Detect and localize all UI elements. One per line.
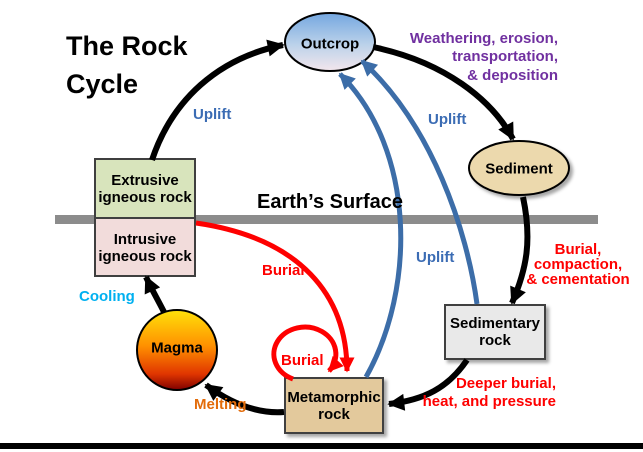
arrow-burial-metamorphic-self-loop: [271, 324, 344, 382]
earths-surface-label: Earth’s Surface: [257, 191, 403, 213]
intrusive-label: Intrusive igneous rock: [98, 230, 192, 265]
arrow-uplift-extrusive-to-outcrop: [149, 39, 285, 161]
arrow-melting-metamorphic-to-magma: [204, 382, 285, 416]
outcrop-label: Outcrop: [300, 35, 360, 53]
metamorphic-rock-box: [284, 377, 384, 434]
extrusive-label: Extrusive igneous rock: [98, 171, 192, 206]
arrow-cooling-magma-to-intrusive: [143, 275, 167, 314]
arrow-burial-intrusive-to-metamorphic: [195, 220, 355, 373]
cooling-label: Cooling: [79, 288, 135, 305]
uplift-upper-left-label: Uplift: [193, 106, 232, 123]
weathering-label: Weathering, erosion, transportation, & d…: [409, 30, 558, 84]
arrow-burial-sediment-to-sedimentary: [509, 196, 531, 305]
uplift-lower-label: Uplift: [416, 249, 455, 266]
deeper-burial-label: Deeper burial, heat, and pressure: [422, 375, 556, 410]
sedimentary-rock-box: [444, 304, 546, 360]
intrusive-igneous-rock-box: [94, 217, 196, 277]
sediment-label: Sediment: [485, 160, 553, 178]
arrow-deeper-burial-sedimentary-to-metamorphic: [387, 358, 470, 411]
magma-circle: [136, 309, 218, 391]
arrow-uplift-metamorphic-to-outcrop: [338, 72, 404, 379]
sedimentary-label: Sedimentary rock: [449, 314, 541, 349]
bottom-border-bar: [0, 443, 643, 449]
burial-left-label: Burial: [262, 262, 305, 279]
sediment-ellipse: [468, 140, 570, 196]
burial-loop-label: Burial: [281, 352, 324, 369]
earths-surface-bar: [55, 215, 598, 224]
arrow-uplift-sedimentary-to-outcrop: [360, 59, 480, 305]
outcrop-ellipse: [284, 12, 376, 72]
metamorphic-label: Metamorphic rock: [287, 388, 381, 423]
arrow-weathering-outcrop-to-sediment: [372, 44, 516, 141]
burial-compaction-label: Burial, compaction, & cementation: [526, 241, 630, 288]
magma-label: Magma: [151, 339, 203, 357]
diagram-title: The Rock Cycle: [66, 31, 188, 99]
uplift-center-label: Uplift: [428, 111, 467, 128]
melting-label: Melting: [194, 396, 247, 413]
